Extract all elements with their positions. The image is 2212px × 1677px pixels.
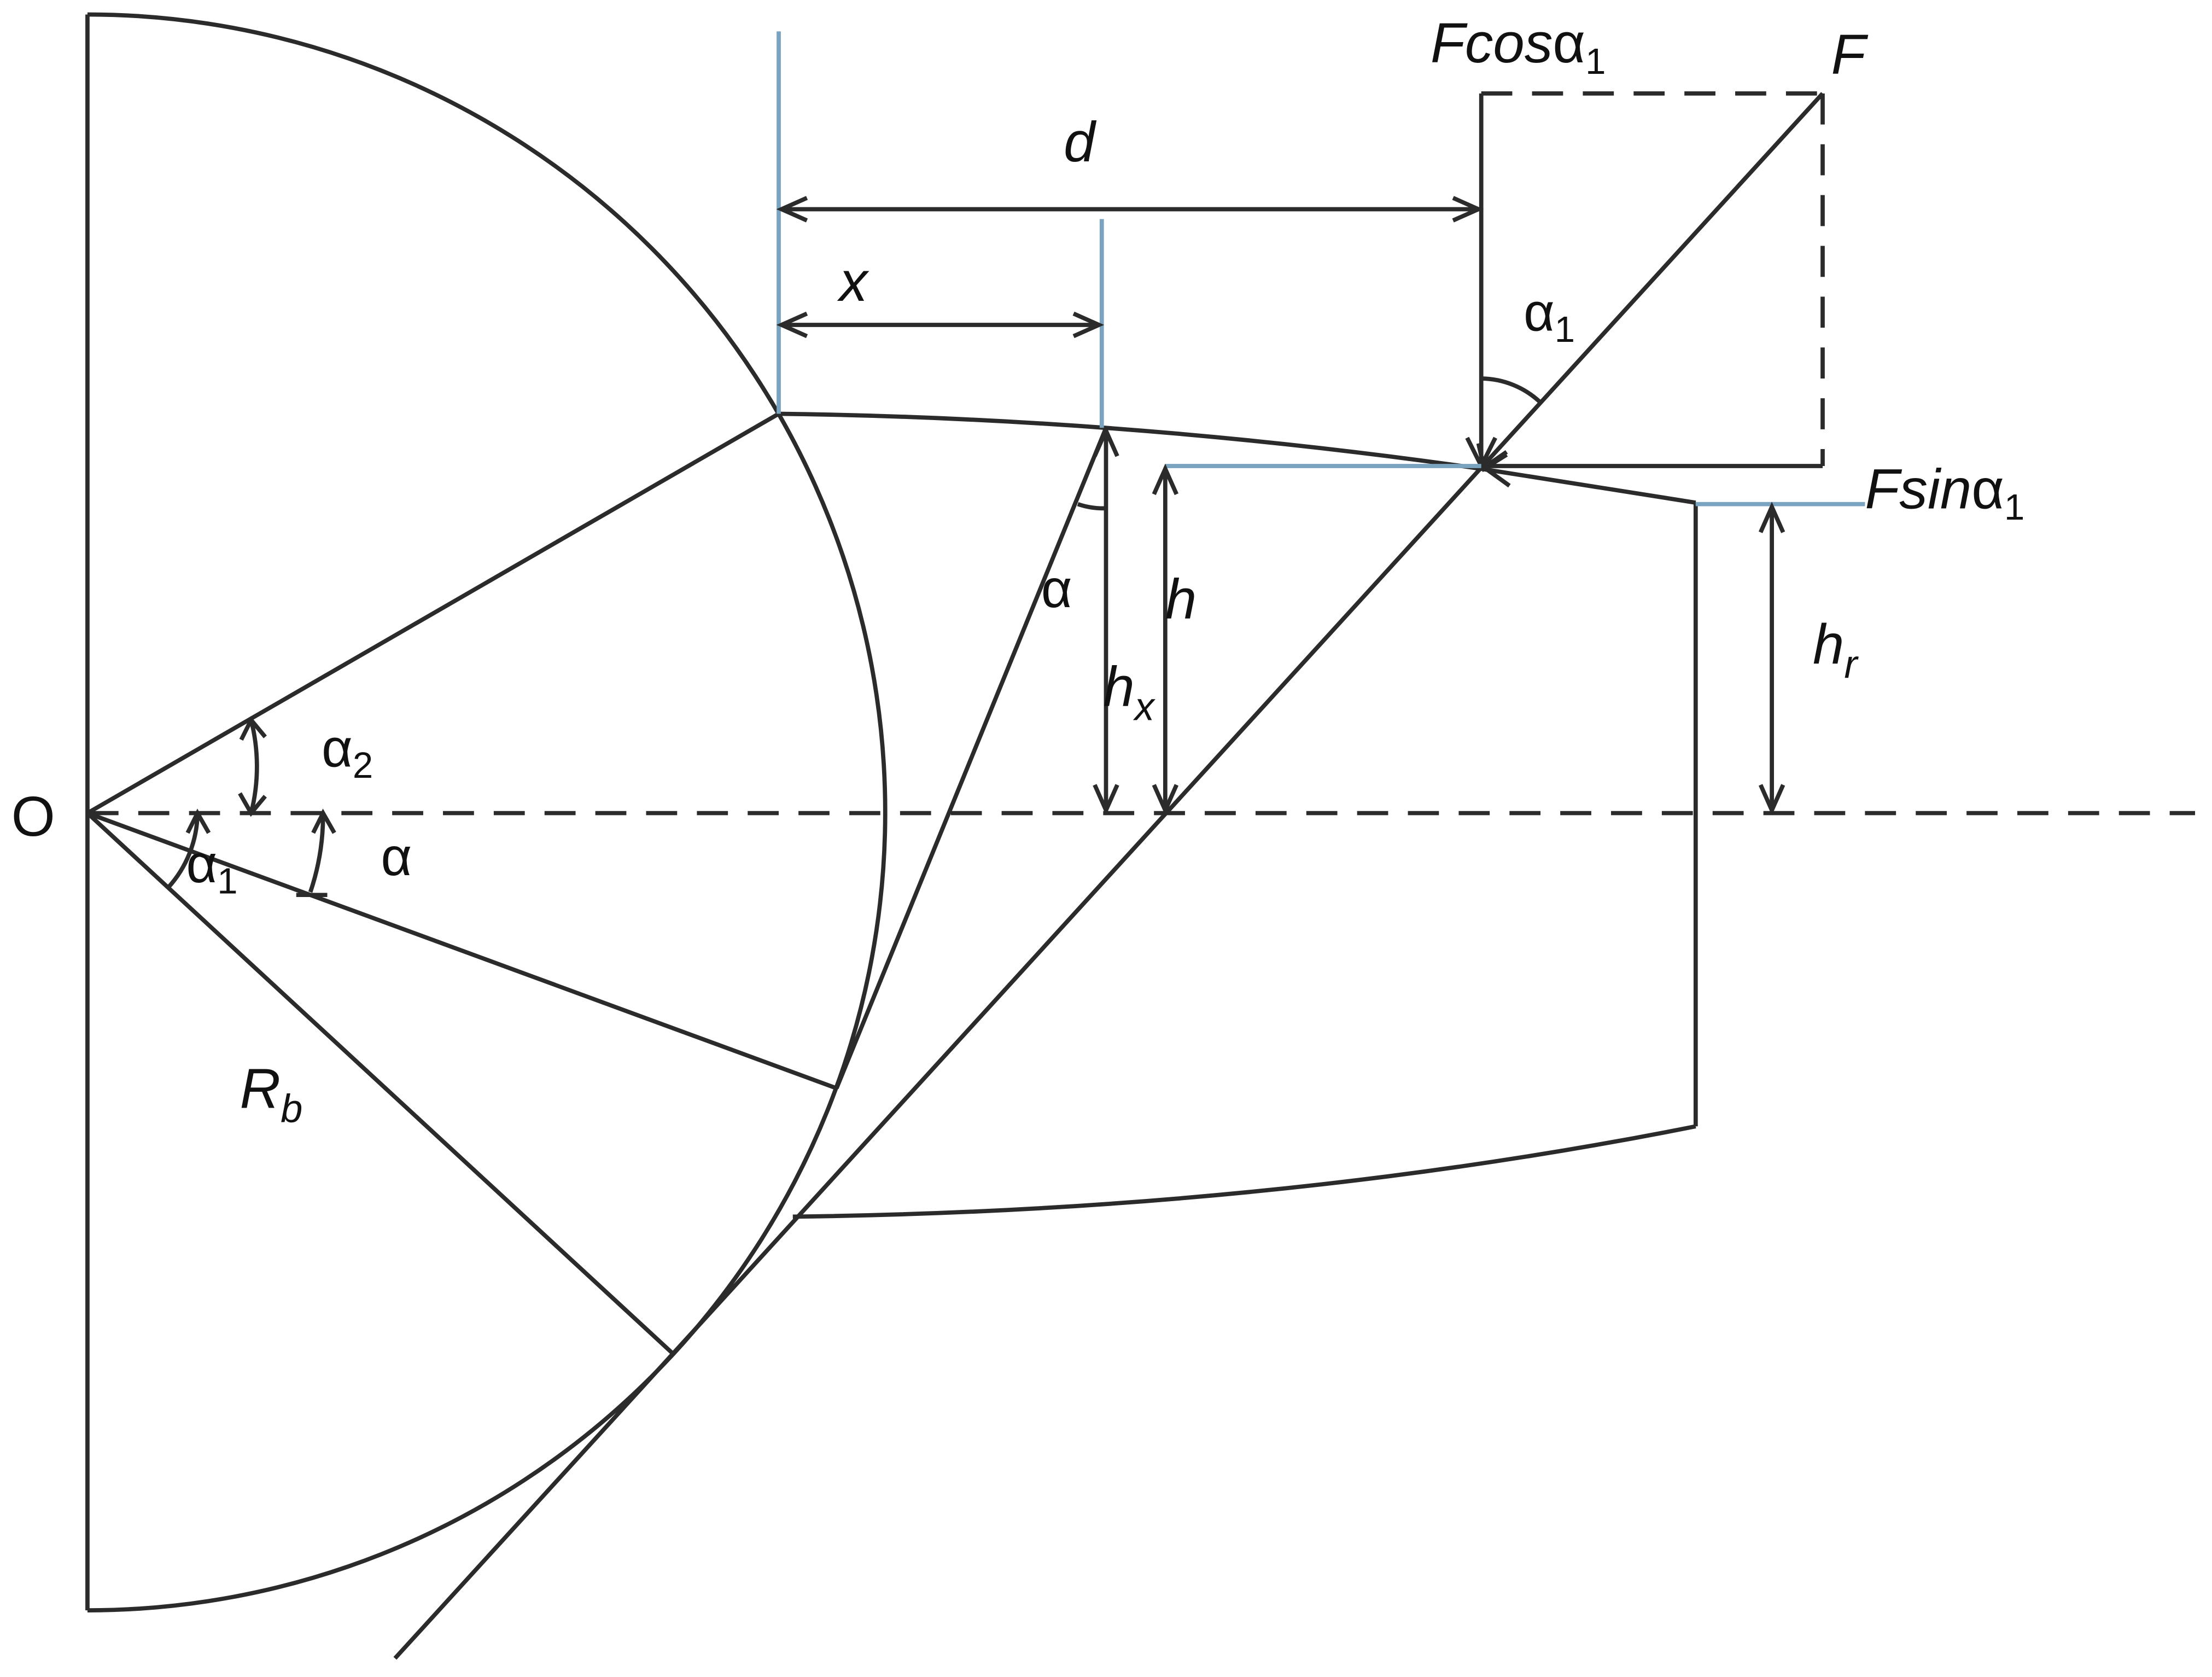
- tangent-line-alpha: [834, 427, 1108, 1090]
- alpha-origin-label: α: [381, 826, 412, 887]
- d-label: d: [1064, 110, 1097, 173]
- alpha1-arrow-top: [185, 808, 211, 834]
- origin-label: O: [11, 785, 55, 848]
- radius-to-tooth-top: [86, 412, 780, 815]
- d-arrow-right: [1452, 196, 1484, 223]
- x-label: x: [837, 250, 869, 313]
- line-of-action: [393, 92, 1824, 1660]
- h-label: h: [1165, 568, 1197, 631]
- x-arrow-right: [1072, 311, 1105, 339]
- h-arrow-top: [1152, 463, 1179, 496]
- geometry: [85, 12, 2196, 1660]
- hr-label: hr: [1813, 613, 1859, 686]
- alpha2-label: α2: [322, 718, 373, 786]
- alpha2-arrow-bottom: [238, 792, 267, 817]
- alpha1-force-arc: [1481, 376, 1542, 404]
- radius-label: Rb: [240, 1057, 303, 1131]
- alpha2-arrow-top: [239, 716, 267, 741]
- alpha2-arc: [249, 719, 259, 814]
- alpha-tooth-arc: [1077, 502, 1106, 511]
- tooth-bottom-edge: [792, 1124, 1696, 1219]
- fsin-label: Fsinα1: [1865, 457, 2024, 528]
- alpha1-origin-label: α1: [186, 834, 238, 902]
- fcos-label: Fcosα1: [1431, 11, 1606, 82]
- tooth-top-edge: [778, 411, 1696, 505]
- alpha1-force-label: α1: [1524, 282, 1575, 350]
- labels: O Rb F Fcosα1 Fsinα1 d x h hx hr α1 α α2…: [11, 11, 2025, 1131]
- hr-arrow-bottom: [1758, 784, 1785, 816]
- hx-arrow-bottom: [1093, 784, 1119, 816]
- force-label: F: [1831, 23, 1868, 86]
- hx-arrow-top: [1093, 425, 1119, 457]
- alpha-origin-arc: [308, 813, 325, 893]
- origin-angles: [166, 716, 336, 898]
- radius-alpha: [86, 811, 838, 1091]
- hr-arrow-top: [1758, 502, 1785, 533]
- x-arrow-left: [776, 311, 808, 339]
- alpha1-origin-arc: [166, 813, 200, 889]
- dimensions: [776, 31, 1865, 816]
- base-circle-arc: [87, 12, 888, 1612]
- force-rectangle: [1465, 91, 1825, 488]
- force-arrowhead: [1476, 442, 1508, 473]
- radius-rb: [86, 811, 676, 1357]
- alpha-arrow-top: [311, 808, 336, 834]
- d-arrow-left: [776, 196, 808, 223]
- hx-label: hx: [1103, 655, 1155, 729]
- alpha-tooth-label: α: [1041, 558, 1072, 619]
- h-arrow-bottom: [1152, 784, 1179, 816]
